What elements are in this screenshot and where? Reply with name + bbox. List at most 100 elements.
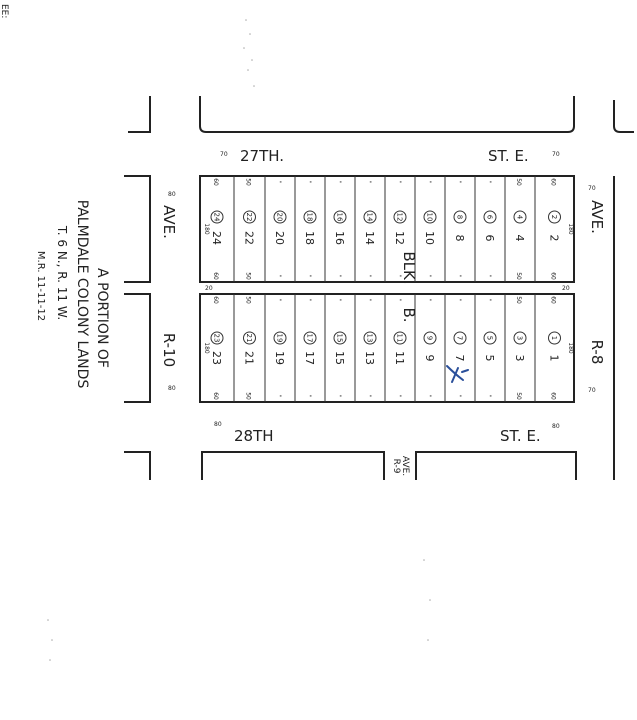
width-mark: 70 xyxy=(220,151,228,158)
top-lot-number: 22 xyxy=(243,231,256,245)
bottom-lot-circled-number: 3 xyxy=(516,336,524,340)
lot-dimension-labels: 60605050""""""""""""""""5050606060605050… xyxy=(203,178,574,400)
top-lot-circle xyxy=(333,210,347,224)
frontage-label: 60 xyxy=(212,272,219,280)
bottom-lot-circle xyxy=(273,331,287,345)
top-lot-circled-number: 24 xyxy=(213,213,221,222)
title-line-2: PALMDALE COLONY LANDS xyxy=(74,200,90,389)
frontage-label: " xyxy=(425,181,432,184)
frontage-label: 50 xyxy=(515,272,522,280)
frontage-label: " xyxy=(335,181,342,184)
top-lot-circle xyxy=(243,210,256,224)
bottom-lot-circle xyxy=(333,331,347,345)
width-mark: 70 xyxy=(552,151,560,158)
width-mark: 80 xyxy=(552,423,560,430)
frontage-label: 60 xyxy=(212,178,219,186)
frontage-label: " xyxy=(455,299,462,302)
top-lot-circle xyxy=(483,210,497,224)
title-line-4: M.R. 11-11-12 xyxy=(35,251,46,321)
bottom-lot-number: 11 xyxy=(393,351,406,365)
top-lot-circled-number: 18 xyxy=(306,213,314,222)
frontage-label: 60 xyxy=(550,272,557,280)
top-lot-circled-number: 20 xyxy=(276,213,284,222)
depth-label: 180 xyxy=(203,342,210,354)
frontage-label: " xyxy=(425,275,432,278)
top-street-name-right: ST. E. xyxy=(488,147,529,165)
edge-mark: EE: xyxy=(0,4,9,18)
top-lot-circled-number: 4 xyxy=(516,215,524,220)
frontage-label: " xyxy=(365,181,372,184)
top-lot-circled-number: 22 xyxy=(245,213,253,222)
depth-label: 180 xyxy=(567,223,574,235)
top-lot-number: 8 xyxy=(453,235,466,242)
top-lot-circled-number: 6 xyxy=(486,215,494,220)
bottom-lot-number: 5 xyxy=(483,355,496,362)
width-mark: 80 xyxy=(214,421,222,428)
frontage-label: " xyxy=(335,395,342,398)
right-avenue-upper: AVE. xyxy=(588,200,606,234)
frontage-label: 60 xyxy=(550,296,557,304)
alley-width-mark: 20 xyxy=(562,285,570,292)
bottom-lot-number: 13 xyxy=(363,351,376,365)
frontage-label: " xyxy=(305,275,312,278)
frontage-label: 60 xyxy=(212,392,219,400)
frontage-label: " xyxy=(305,181,312,184)
top-lot-number: 16 xyxy=(333,231,346,245)
bottom-lot-circle xyxy=(483,331,497,345)
frontage-label: 50 xyxy=(515,296,522,304)
frontage-label: 60 xyxy=(212,296,219,304)
left-avenue-upper: AVE. xyxy=(160,205,178,239)
bottom-street-boundaries xyxy=(124,451,577,480)
bottom-lot-circled-number: 7 xyxy=(456,336,464,340)
frontage-label: " xyxy=(365,395,372,398)
bottom-lot-circle xyxy=(423,331,437,345)
frontage-label: " xyxy=(365,275,372,278)
bottom-lot-circled-number: 5 xyxy=(486,336,494,340)
top-lot-circle xyxy=(210,210,224,224)
frontage-label: " xyxy=(395,275,402,278)
top-lot-number: 18 xyxy=(303,231,316,245)
frontage-label: " xyxy=(305,395,312,398)
bottom-lot-circled-number: 11 xyxy=(396,334,404,343)
bottom-lot-number: 3 xyxy=(513,355,526,362)
top-lot-number: 6 xyxy=(483,235,496,242)
top-lot-number: 14 xyxy=(363,231,376,245)
bottom-lot-circled-number: 23 xyxy=(213,334,221,343)
left-street-boundaries xyxy=(124,175,151,403)
top-street-boundaries xyxy=(128,96,634,133)
right-avenue-lower: R-8 xyxy=(588,340,606,365)
bottom-lot-circled-number: 21 xyxy=(245,334,253,343)
frontage-label: " xyxy=(485,181,492,184)
bottom-lot-number: 9 xyxy=(423,355,436,362)
title-line-3: T. 6 N., R. 11 W. xyxy=(55,225,69,320)
bottom-lot-circled-number: 9 xyxy=(426,336,434,340)
bottom-street-name-left: 28TH xyxy=(234,427,274,445)
top-street-name-left: 27TH. xyxy=(240,147,284,165)
title-block: A PORTION OF PALMDALE COLONY LANDS T. 6 … xyxy=(35,200,110,389)
frontage-label: " xyxy=(275,181,282,184)
bottom-lot-number: 15 xyxy=(333,351,346,365)
frontage-label: " xyxy=(275,299,282,302)
width-mark: 70 xyxy=(588,387,596,394)
top-lot-circled-number: 2 xyxy=(550,215,558,219)
frontage-label: " xyxy=(335,275,342,278)
lot-dividers xyxy=(233,176,536,402)
bottom-street-name-right: ST. E. xyxy=(500,427,541,445)
top-lot-number: 4 xyxy=(513,235,526,242)
frontage-label: " xyxy=(305,299,312,302)
bottom-lot-circled-number: 13 xyxy=(366,334,374,343)
frontage-label: " xyxy=(365,299,372,302)
pen-mark-icon xyxy=(446,365,469,383)
frontage-label: " xyxy=(395,395,402,398)
top-lot-circled-number: 16 xyxy=(336,213,344,222)
bottom-lot-number: 1 xyxy=(548,355,561,362)
frontage-label: 50 xyxy=(515,178,522,186)
bottom-lot-circle xyxy=(210,331,224,345)
bottom-lot-circled-number: 17 xyxy=(306,334,314,343)
frontage-label: " xyxy=(395,299,402,302)
frontage-label: " xyxy=(275,275,282,278)
frontage-label: " xyxy=(455,395,462,398)
